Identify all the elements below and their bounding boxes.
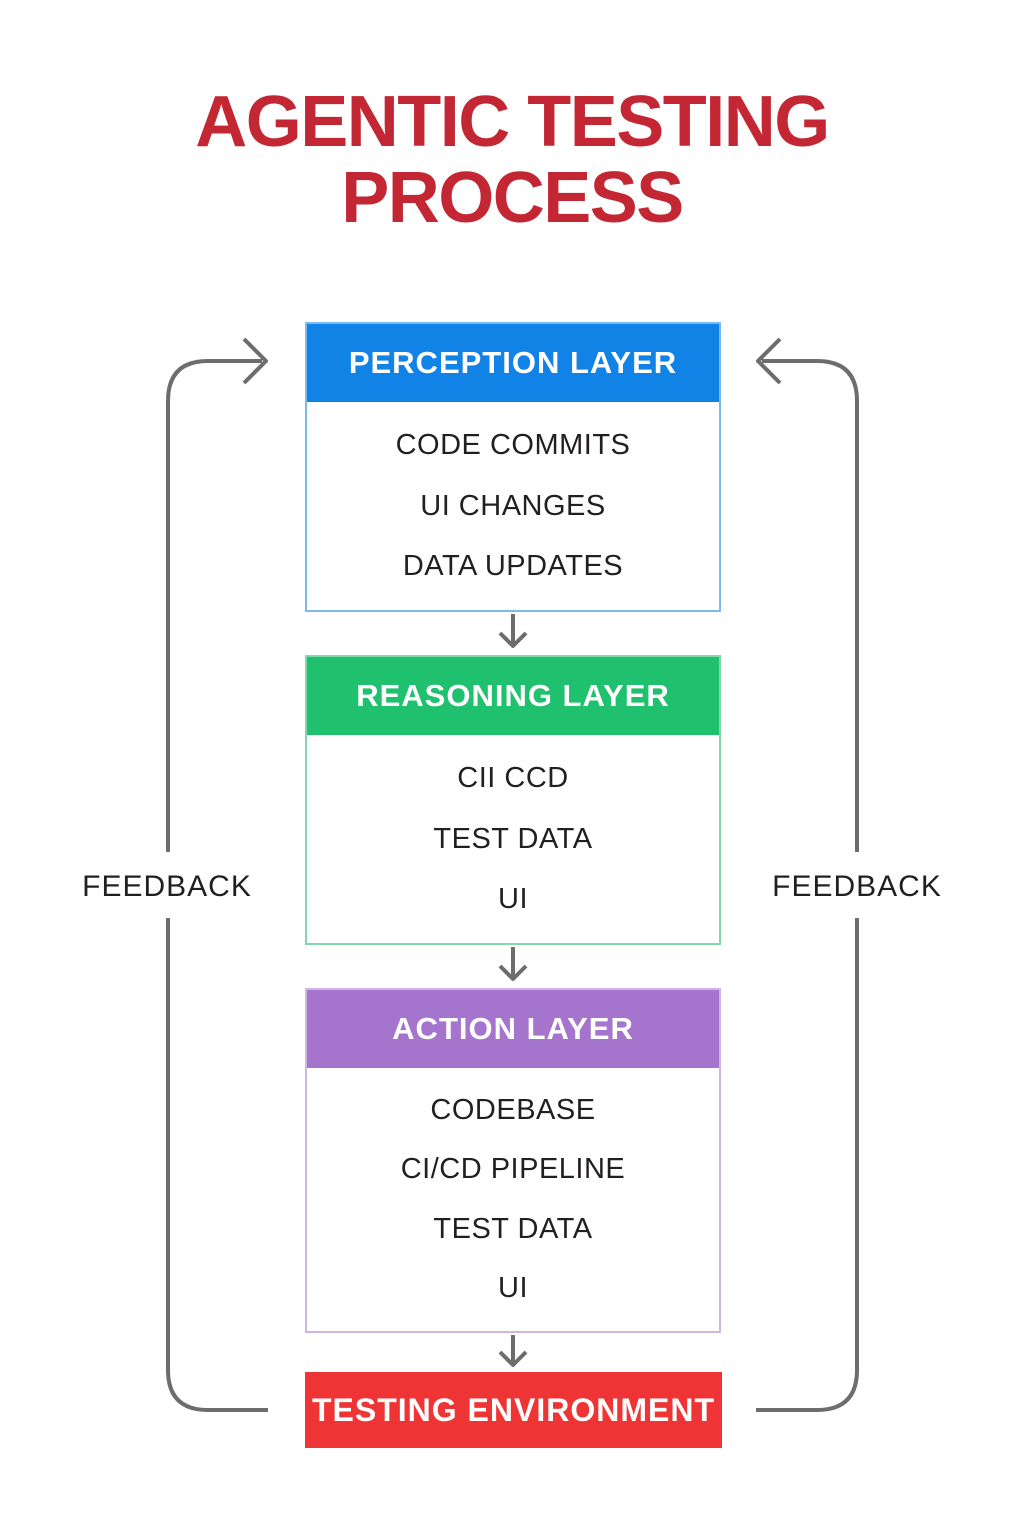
layer-item: CODE COMMITS <box>395 429 631 462</box>
layer-header-reasoning: REASONING LAYER <box>307 657 719 735</box>
layer-body-action: CODEBASE CI/CD PIPELINE TEST DATA UI <box>307 1068 719 1331</box>
layer-item: TEST DATA <box>433 1212 593 1245</box>
page-title-line2: PROCESS <box>341 158 684 239</box>
layer-item: CII CCD <box>457 762 569 795</box>
layer-body-perception: CODE COMMITS UI CHANGES DATA UPDATES <box>307 402 719 610</box>
layer-box-reasoning: REASONING LAYER CII CCD TEST DATA UI <box>305 655 721 945</box>
layer-item: CODEBASE <box>430 1094 596 1127</box>
page-title-line1: AGENTIC TESTING <box>195 82 830 162</box>
layer-header-action: ACTION LAYER <box>307 990 719 1068</box>
layer-item: CI/CD PIPELINE <box>400 1153 626 1186</box>
layer-item: DATA UPDATES <box>402 549 624 582</box>
down-arrowhead-2-icon <box>498 964 528 981</box>
layer-item: UI CHANGES <box>420 489 606 522</box>
layer-box-perception: PERCEPTION LAYER CODE COMMITS UI CHANGES… <box>305 322 721 612</box>
feedback-loop-left-lower <box>166 918 268 1412</box>
feedback-label-right: FEEDBACK <box>772 870 942 903</box>
arrowhead-right-icon <box>242 337 268 385</box>
layer-body-reasoning: CII CCD TEST DATA UI <box>307 735 719 943</box>
layer-item: TEST DATA <box>433 822 593 855</box>
layer-item: UI <box>498 1271 528 1304</box>
layer-item: UI <box>498 882 528 915</box>
page-title: AGENTIC TESTING PROCESS <box>0 84 1024 237</box>
layer-box-action: ACTION LAYER CODEBASE CI/CD PIPELINE TES… <box>305 988 721 1333</box>
down-arrowhead-3-icon <box>498 1350 528 1367</box>
feedback-loop-right-upper <box>762 359 859 852</box>
arrowhead-left-icon <box>756 337 782 385</box>
layer-header-perception: PERCEPTION LAYER <box>307 324 719 402</box>
down-arrowhead-1-icon <box>498 631 528 648</box>
feedback-label-left: FEEDBACK <box>82 870 252 903</box>
feedback-loop-left-upper <box>166 359 262 852</box>
feedback-loop-right-lower <box>756 918 859 1412</box>
terminal-box-testing-environment: TESTING ENVIRONMENT <box>305 1372 722 1448</box>
